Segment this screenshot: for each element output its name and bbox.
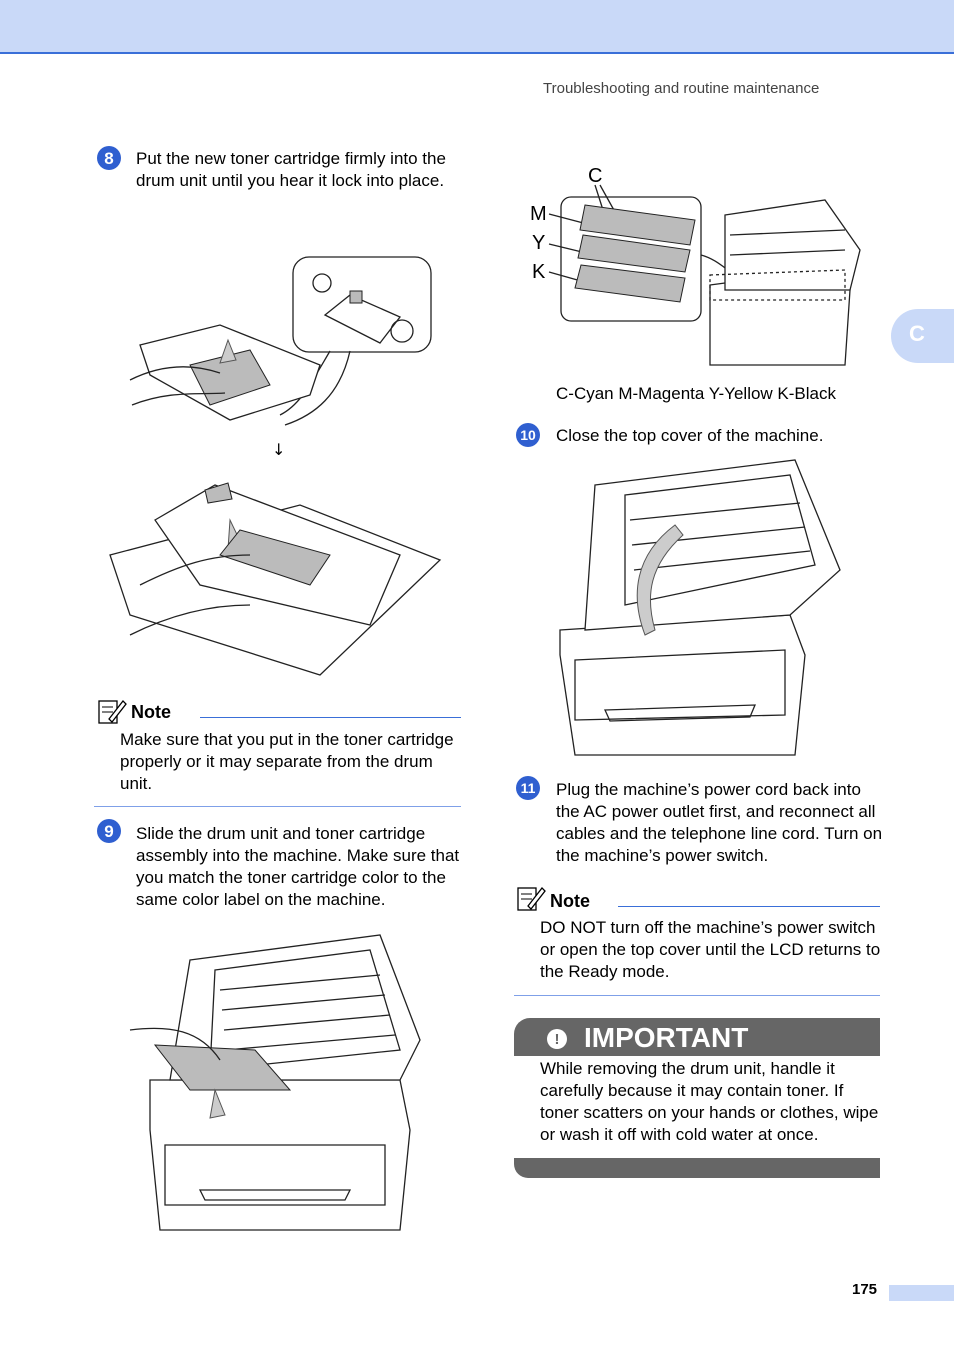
color-cartridge-illustration: C M Y K [530, 165, 861, 366]
note-1-divider [94, 806, 461, 807]
step-11-text: Plug the machine’s power cord back into … [556, 780, 883, 865]
toner-drum-illustration: ↓ [109, 256, 442, 676]
color-caption: C-Cyan M-Magenta Y-Yellow K-Black [556, 384, 836, 403]
note-1-label: Note [131, 702, 171, 722]
close-cover-illustration [559, 459, 841, 756]
step-8-text: Put the new toner cartridge firmly into … [136, 149, 446, 190]
label-m: M [530, 203, 547, 225]
note-pencil-icon [517, 887, 546, 911]
zoom-detail-frame [292, 256, 432, 353]
header-bar [0, 0, 954, 54]
important-label: IMPORTANT [584, 1022, 749, 1053]
note-2-rule [618, 906, 880, 907]
step-9-text: Slide the drum unit and toner cartridge … [136, 824, 460, 909]
note-pencil-icon [98, 700, 127, 724]
step-10-badge: 10 [516, 423, 540, 447]
label-k: K [532, 261, 546, 283]
step-10-text: Close the top cover of the machine. [556, 426, 824, 445]
important-footer [514, 1158, 880, 1178]
chapter-letter: C [909, 321, 925, 346]
chapter-tab: C [891, 309, 954, 363]
page-number-bar [889, 1285, 954, 1301]
note-2-text: DO NOT turn off the machine’s power swit… [540, 918, 881, 981]
down-arrow-icon: ↓ [272, 440, 285, 459]
running-title: Troubleshooting and routine maintenance [543, 80, 820, 97]
label-c: C [588, 165, 602, 187]
drum-insert-illustration [129, 934, 421, 1231]
step-11-badge: 11 [516, 776, 540, 800]
page-number: 175 [852, 1281, 878, 1298]
important-text: While removing the drum unit, handle it … [540, 1059, 879, 1144]
exclamation-icon: ! [547, 1029, 567, 1049]
important-header [514, 1018, 880, 1056]
note-2-divider [514, 995, 880, 996]
note-1-text: Make sure that you put in the toner cart… [120, 730, 454, 793]
note-1-rule [200, 717, 461, 718]
note-2-label: Note [550, 891, 590, 911]
label-y: Y [532, 232, 545, 254]
step-8-badge: 8 [97, 146, 121, 170]
step-9-badge: 9 [97, 819, 121, 843]
